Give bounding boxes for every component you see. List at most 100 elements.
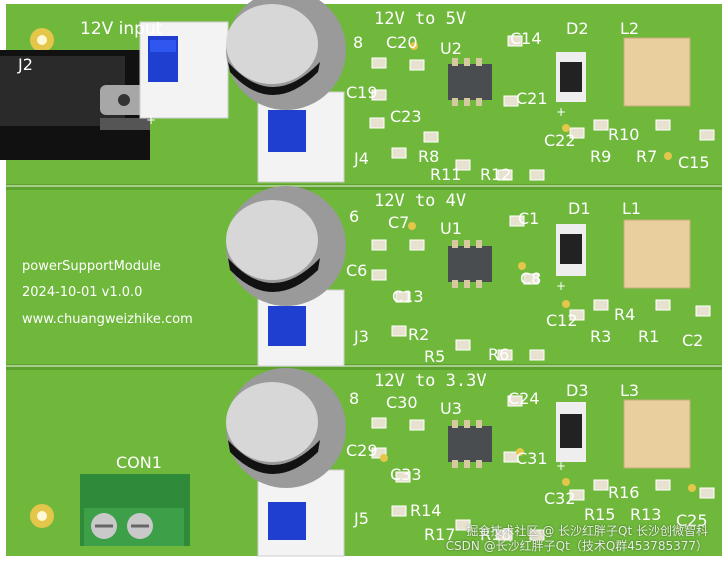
component-label: U2 xyxy=(440,39,462,58)
smd-pad xyxy=(371,89,387,101)
component-label: R13 xyxy=(630,505,661,524)
component-label: C15 xyxy=(678,153,710,172)
smd-pad xyxy=(371,417,387,429)
section-title: 12V to 5V xyxy=(374,9,466,29)
smd-pad xyxy=(395,291,411,303)
designator-fragment: 6 xyxy=(349,207,359,226)
component-label: L1 xyxy=(622,199,641,218)
component-label: R9 xyxy=(590,147,611,166)
via xyxy=(408,222,416,230)
component-label: C7 xyxy=(388,213,409,232)
inductor xyxy=(623,399,691,469)
via xyxy=(688,484,696,492)
smd-pad xyxy=(391,325,407,337)
diode xyxy=(556,224,586,276)
component-label: C30 xyxy=(386,393,418,412)
component-label: R15 xyxy=(584,505,615,524)
via xyxy=(562,124,570,132)
smd-pad xyxy=(569,489,585,501)
terminal-block xyxy=(80,474,190,546)
watermark-line-1: 掘金技术社区 @ 长沙红胖子Qt 长沙创微智科 xyxy=(466,524,708,538)
component-label: C22 xyxy=(544,131,576,150)
component-label: R6 xyxy=(488,345,509,364)
component-label: C19 xyxy=(346,83,378,102)
component-label: C21 xyxy=(516,89,548,108)
component-label: C29 xyxy=(346,441,378,460)
smd-pad xyxy=(371,57,387,69)
component-label: R5 xyxy=(424,347,445,366)
via xyxy=(562,478,570,486)
smd-pad xyxy=(699,487,715,499)
dc-power-jack xyxy=(0,50,155,160)
smd-pad xyxy=(699,129,715,141)
smd-pad xyxy=(391,147,407,159)
smd-pad xyxy=(523,273,539,285)
component-label: R14 xyxy=(410,501,441,520)
component-label: C25 xyxy=(676,511,708,530)
component-label: C23 xyxy=(390,107,422,126)
component-label: R2 xyxy=(408,325,429,344)
component-label: R7 xyxy=(636,147,657,166)
watermark-line-2: CSDN @长沙红胖子Qt（技术Q群453785377） xyxy=(445,539,708,553)
component-label: C8 xyxy=(520,269,541,288)
component-label: R3 xyxy=(590,327,611,346)
diode xyxy=(556,402,586,462)
component-label: L2 xyxy=(620,19,639,38)
smd-pad xyxy=(455,159,471,171)
designator-fragment: 8 xyxy=(353,33,363,52)
ic-chip xyxy=(448,420,492,468)
component-label: D2 xyxy=(566,19,589,38)
smd-pad xyxy=(497,349,513,361)
panel-divider xyxy=(6,184,722,190)
ic-chip xyxy=(448,240,492,288)
smd-components xyxy=(369,35,715,541)
component-label: C1 xyxy=(518,209,539,228)
component-label: R8 xyxy=(418,147,439,166)
inductor xyxy=(623,219,691,289)
component-label: R10 xyxy=(608,125,639,144)
input-jumper-header xyxy=(139,21,229,119)
smd-pad xyxy=(391,505,407,517)
svg-text:+: + xyxy=(146,113,156,127)
component-label: D1 xyxy=(568,199,591,218)
component-label: C2 xyxy=(682,331,703,350)
component-label: R17 xyxy=(424,525,455,544)
smd-pad xyxy=(529,169,545,181)
ic-chip xyxy=(448,58,492,106)
component-label: C12 xyxy=(546,311,578,330)
smd-pad xyxy=(371,447,387,459)
smd-pad xyxy=(409,419,425,431)
smd-pad xyxy=(409,59,425,71)
component-label: J5 xyxy=(353,509,369,528)
smd-pad xyxy=(409,239,425,251)
component-label: J4 xyxy=(353,149,369,168)
smd-pad xyxy=(497,529,513,541)
smd-pad xyxy=(509,215,525,227)
input-label: 12V input xyxy=(80,19,163,39)
diode xyxy=(556,52,586,102)
module-name: powerSupportModule xyxy=(22,259,161,274)
component-label: D3 xyxy=(566,381,589,400)
electrolytic-capacitor xyxy=(226,368,346,488)
smd-pad xyxy=(503,95,519,107)
smd-pad xyxy=(507,395,523,407)
component-label: U1 xyxy=(440,219,462,238)
component-label: R12 xyxy=(480,165,511,184)
component-label: R16 xyxy=(608,483,639,502)
version-line: 2024-10-01 v1.0.0 xyxy=(22,285,142,300)
section-title: 12V to 3.3V xyxy=(374,371,487,391)
panel-divider xyxy=(6,364,722,370)
smd-pad xyxy=(423,131,439,143)
connector-label: CON1 xyxy=(116,453,162,472)
smd-pad xyxy=(507,35,523,47)
component-label: R11 xyxy=(430,165,461,184)
smd-pad xyxy=(655,119,671,131)
component-label: J3 xyxy=(353,327,369,346)
smd-pad xyxy=(529,349,545,361)
smd-pad xyxy=(455,519,471,531)
smd-pad xyxy=(371,239,387,251)
component-label: L3 xyxy=(620,381,639,400)
smd-pad xyxy=(395,471,411,483)
smd-pad xyxy=(593,299,609,311)
smd-pad xyxy=(695,305,711,317)
